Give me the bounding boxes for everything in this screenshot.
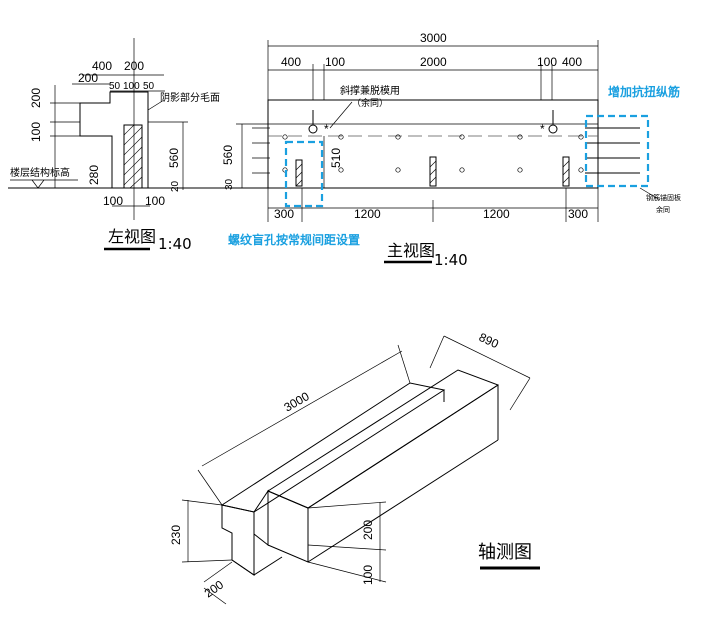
callout-torsion-rebar: 增加抗扭纵筋: [608, 84, 680, 99]
front-dim-b300a: 300: [274, 207, 294, 221]
left-dim-200b: 200: [78, 71, 98, 85]
left-dim-100: 100: [123, 81, 140, 92]
front-dim-560: 560: [221, 145, 235, 165]
left-dim-b100a: 100: [103, 194, 123, 208]
front-dim-30: 30: [224, 178, 235, 190]
left-dim-20: 20: [170, 180, 181, 192]
front-dim-400a: 400: [281, 55, 301, 69]
axonometric-title: 轴测图: [478, 542, 532, 563]
annotation-anchor-same: 余同: [656, 205, 670, 214]
front-dim-b300b: 300: [568, 207, 588, 221]
left-dim-560: 560: [167, 148, 181, 168]
left-dim-400: 400: [92, 59, 112, 73]
front-dim-400b: 400: [562, 55, 582, 69]
left-view: 400 200 200 50 100 50 200 100 280 560: [8, 38, 270, 253]
left-dim-200a: 200: [124, 59, 144, 73]
axo-dim-height: 230: [169, 525, 183, 545]
front-dim-2000: 2000: [420, 55, 447, 69]
front-view-title: 主视图: [387, 241, 435, 260]
left-dim-50a: 50: [109, 81, 121, 92]
front-dim-b1200b: 1200: [483, 207, 510, 221]
asterisk-mark-left: *: [324, 122, 329, 136]
left-view-scale: 1:40: [158, 235, 192, 253]
axo-dim-width: 890: [477, 330, 501, 351]
lifting-insert-left: [308, 110, 318, 134]
left-dim-v200: 200: [29, 88, 43, 108]
annotation-anchor-plate: 钢筋锚固板: [646, 193, 681, 202]
annotation-same-note: （余同）: [352, 97, 388, 109]
front-dim-100b: 100: [537, 55, 557, 69]
left-view-title: 左视图: [108, 227, 156, 246]
callout-box-holes: [284, 140, 324, 208]
front-dim-510: 510: [329, 148, 343, 168]
left-dim-50b: 50: [143, 81, 155, 92]
front-dim-total: 3000: [420, 31, 447, 45]
sleeve-insert-1: [295, 159, 303, 187]
callout-box-torsion: [584, 114, 650, 188]
sleeve-insert-3: [562, 156, 570, 187]
lifting-insert-right: [548, 110, 558, 134]
callout-blind-holes: 螺纹盲孔按常规间距设置: [228, 232, 360, 247]
front-view: 3000 400 100 2000 100 400 560 30 510: [221, 31, 681, 269]
axo-dim-length: 3000: [282, 389, 312, 415]
front-dim-b1200a: 1200: [354, 207, 381, 221]
left-dim-b100b: 100: [145, 194, 165, 208]
left-dim-v280: 280: [87, 165, 101, 185]
front-view-scale: 1:40: [434, 251, 468, 269]
asterisk-mark: *: [540, 122, 545, 136]
axo-dim-lower: 100: [361, 565, 375, 585]
annotation-floor-level: 楼层结构标高: [10, 166, 70, 179]
sleeve-insert-2: [429, 156, 437, 187]
axonometric-view: 3000 890 230 200 100 200 轴测图: [169, 330, 540, 605]
annotation-shadow-area: 阴影部分毛面: [160, 91, 220, 104]
front-dim-100a: 100: [325, 55, 345, 69]
left-dim-v100: 100: [29, 122, 43, 142]
axo-dim-step: 200: [361, 520, 375, 540]
annotation-inclined-brace: 斜撑兼脱模用: [340, 84, 400, 97]
